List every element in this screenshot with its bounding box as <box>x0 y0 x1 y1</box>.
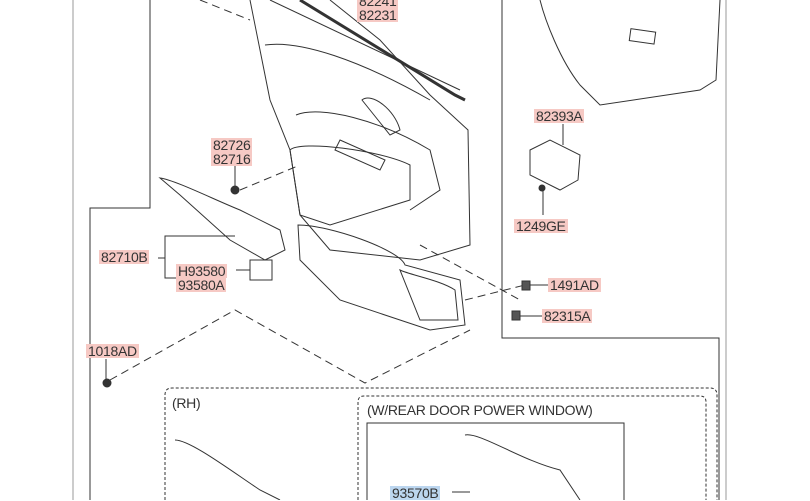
part-label-82241: 82241 <box>357 0 399 8</box>
rear-power-window-box <box>357 395 707 500</box>
part-label-1018AD: 1018AD <box>86 343 139 359</box>
part-label-82726: 82726 <box>211 137 253 153</box>
rh-box <box>164 387 718 500</box>
part-label-82231: 82231 <box>357 7 399 23</box>
part-label-82315A: 82315A <box>542 308 593 324</box>
part-label-H93580: H93580 <box>176 263 228 279</box>
part-label-82710B: 82710B <box>99 249 150 265</box>
door-panel <box>249 0 471 261</box>
part-label-82393A: 82393A <box>534 108 585 124</box>
switch-bezel <box>158 177 286 261</box>
caption-rh: (RH) <box>172 395 201 411</box>
frame-right <box>501 0 720 500</box>
speaker-block <box>529 139 581 191</box>
part-label-1491AD: 1491AD <box>548 277 601 293</box>
part-label-93580A: 93580A <box>176 277 227 293</box>
power-window-switch <box>249 259 273 281</box>
part-label-1249GE: 1249GE <box>514 218 568 234</box>
armrest <box>297 224 466 331</box>
map-pocket <box>539 0 721 106</box>
part-label-82716: 82716 <box>211 151 253 167</box>
part-label-93570B: 93570B <box>390 485 441 501</box>
caption-rear-power-window: (W/REAR DOOR POWER WINDOW) <box>367 402 593 418</box>
